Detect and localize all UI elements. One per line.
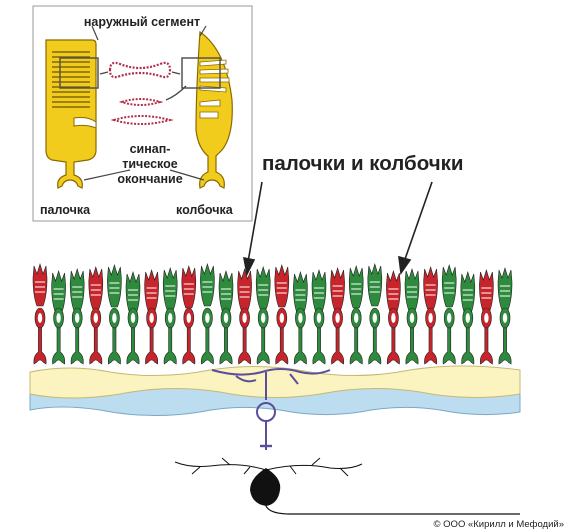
- rods-and-cones-label: палочки и колбочки: [262, 152, 464, 175]
- rod-label: палочка: [40, 203, 91, 217]
- photoreceptor-cell: [144, 268, 159, 365]
- ganglion-cell: [174, 457, 520, 515]
- photoreceptor-cell: [69, 267, 85, 365]
- photoreceptor-cell: [386, 269, 401, 365]
- photoreceptor-cell: [311, 268, 327, 365]
- synapse-label-line1: синап-: [130, 142, 171, 156]
- photoreceptor-cell: [125, 270, 141, 365]
- photoreceptor-cell: [293, 270, 308, 365]
- copyright-text: © ООО «Кирилл и Мефодий»: [434, 519, 564, 530]
- photoreceptor-cell: [51, 269, 66, 365]
- synapse-label-line2: тическое: [122, 157, 178, 171]
- photoreceptor-cell: [441, 263, 457, 365]
- photoreceptor-cell: [367, 262, 383, 365]
- photoreceptor-cell: [181, 264, 197, 365]
- photoreceptor-cell: [274, 263, 290, 365]
- photoreceptor-cell: [497, 266, 513, 365]
- photoreceptor-cell: [479, 268, 494, 365]
- photoreceptor-cell: [423, 265, 438, 365]
- photoreceptor-cell: [460, 270, 476, 365]
- photoreceptor-cell: [32, 262, 48, 365]
- cone-label: колбочка: [176, 203, 234, 217]
- inset-disc-detail: [99, 61, 187, 125]
- photoreceptor-cell: [107, 263, 122, 365]
- synapse-label-line3: окончание: [117, 172, 182, 186]
- photoreceptor-row: [32, 262, 513, 365]
- photoreceptor-cell: [404, 267, 420, 365]
- photoreceptor-cell: [218, 269, 234, 365]
- retina-layer: [29, 262, 521, 417]
- photoreceptor-cell: [162, 266, 178, 365]
- photoreceptor-cell: [255, 265, 271, 365]
- photoreceptor-cell: [330, 266, 345, 365]
- main-label-arrows: [242, 181, 433, 277]
- inset-panel: наружный сегмент синап- тическое окончан…: [32, 5, 253, 222]
- arrow-left: [99, 71, 109, 75]
- photoreceptor-cell: [237, 267, 252, 365]
- inset-rod-illustration: [45, 39, 99, 189]
- ganglion-neuron: [211, 368, 331, 450]
- inset-leader-lines: [83, 25, 207, 181]
- photoreceptor-cell: [88, 265, 104, 365]
- arrow-right: [171, 71, 181, 75]
- photoreceptor-cell: [200, 262, 215, 365]
- inner-nuclear-layer: [29, 365, 521, 399]
- inset-cone-illustration: [181, 30, 233, 189]
- photoreceptor-cell: [348, 264, 364, 365]
- outer-segment-label: наружный сегмент: [84, 15, 200, 29]
